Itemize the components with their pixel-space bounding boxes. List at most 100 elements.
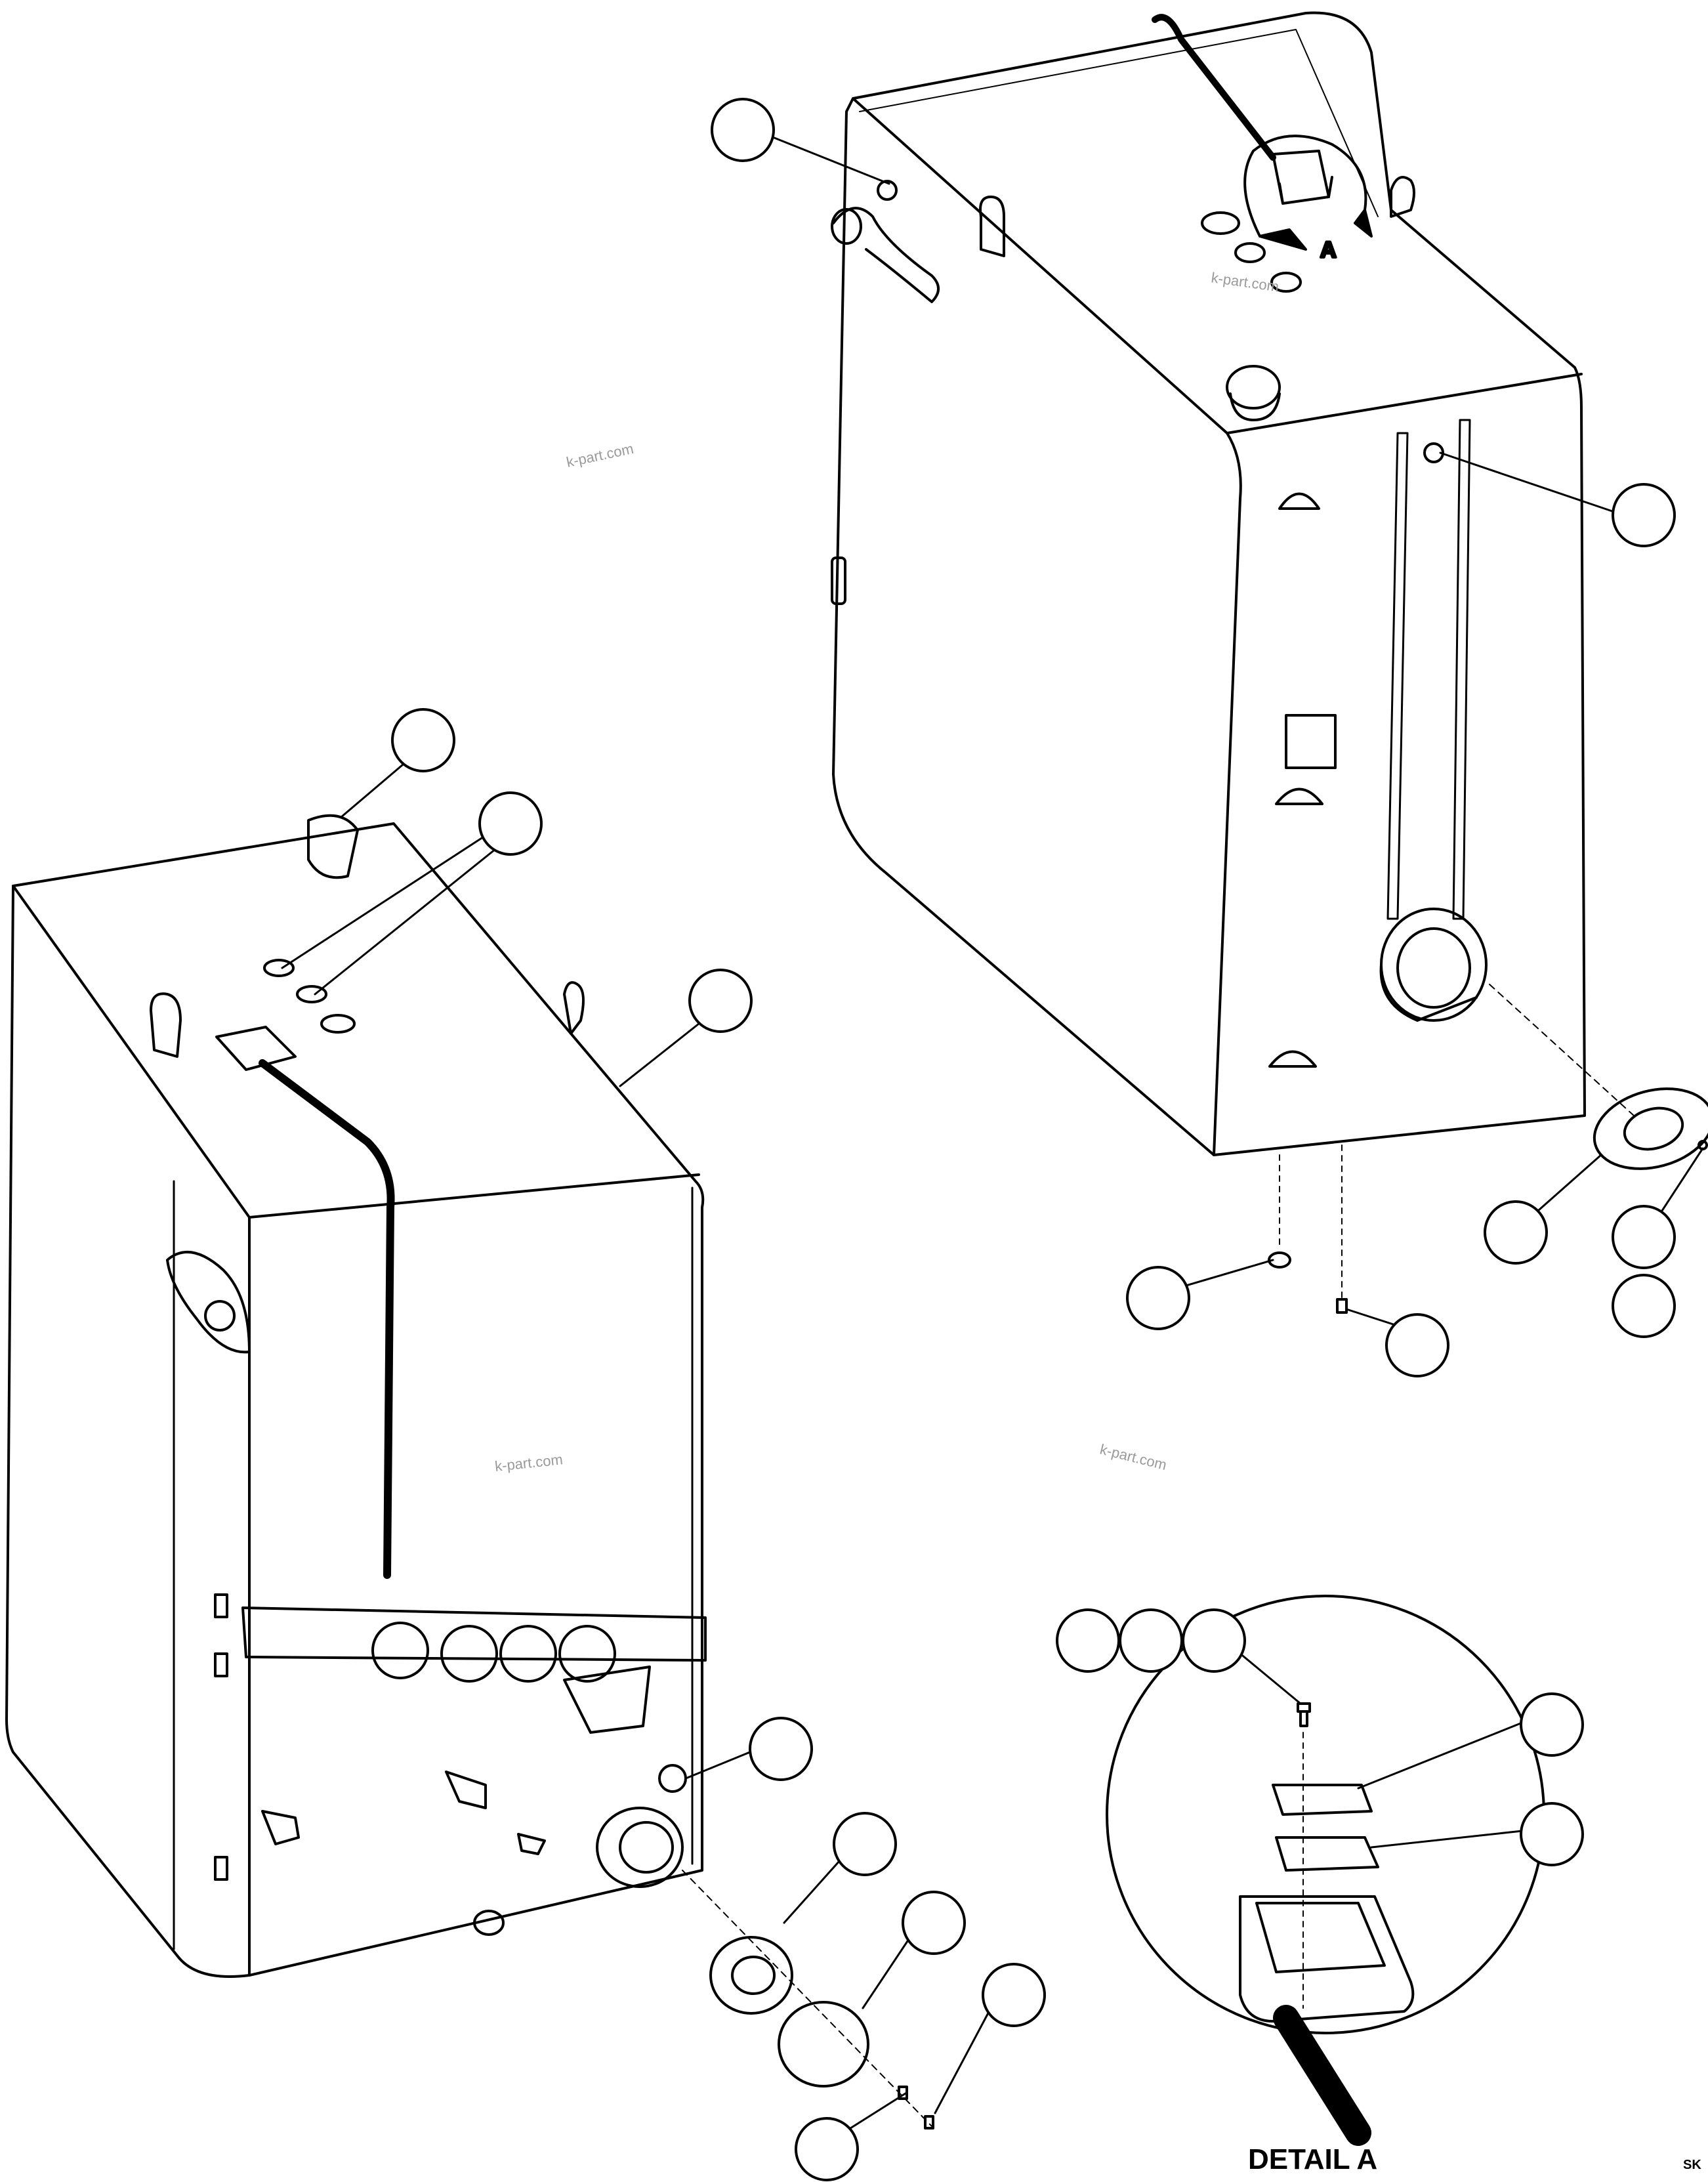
- callout-bubble: [1520, 1802, 1584, 1866]
- return-filter-2: [440, 1625, 498, 1683]
- left-clip-1: [214, 1593, 228, 1618]
- return-filter-row: [371, 1622, 616, 1683]
- left-lug-2: [563, 981, 585, 1035]
- right-tank-front-edge: [1213, 432, 1242, 1156]
- detail-a-pipe: [1273, 2005, 1371, 2146]
- leader-l2b: [314, 845, 500, 996]
- return-filter-1: [371, 1622, 429, 1679]
- right-tank-inner-top: [859, 29, 1379, 217]
- left-gasket-1-hole: [731, 1956, 776, 1995]
- detail-a-plate-upper: [1272, 1784, 1373, 1816]
- leader-r1: [773, 136, 890, 185]
- left-lug-1: [150, 992, 182, 1058]
- left-gauge-fitting: [658, 1764, 687, 1793]
- leader-r2: [1439, 451, 1615, 513]
- left-mount-tab-1: [445, 1771, 487, 1809]
- detail-a-caption: DETAIL A: [1248, 2143, 1377, 2175]
- leader-l8: [842, 2092, 907, 2134]
- left-top-plug-3: [320, 1014, 356, 1034]
- vent-tube: [1152, 14, 1276, 161]
- left-cover-plate: [778, 2001, 869, 2088]
- view-arrow-head-right: [1354, 209, 1373, 238]
- left-tank-top-front-edge: [248, 1173, 700, 1219]
- callout-bubble: [1182, 1608, 1246, 1673]
- leader-l2a: [281, 832, 490, 969]
- top-plug-2: [1234, 242, 1266, 263]
- left-filler-neck: [307, 814, 359, 879]
- leader-l5: [783, 1859, 841, 1924]
- return-filter-3: [499, 1625, 557, 1683]
- suction-flange-gasket-hole: [1623, 1106, 1684, 1151]
- filler-neck: [1229, 392, 1281, 421]
- left-mount-tab-3: [517, 1833, 546, 1855]
- leader-l4: [684, 1748, 759, 1780]
- suction-flange-dash: [1489, 984, 1635, 1116]
- callout-bubble: [982, 1963, 1046, 2027]
- side-boss: [832, 207, 940, 303]
- callout-bubble: [1484, 1200, 1548, 1265]
- sight-rail-right: [1452, 419, 1471, 920]
- left-mount-tab-2: [261, 1810, 300, 1845]
- left-port-outer: [596, 1807, 684, 1888]
- leader-l6: [862, 1938, 910, 2009]
- left-vent-tube: [259, 1059, 395, 1579]
- callout-bubble: [1126, 1266, 1190, 1330]
- corner-code: SK: [1683, 2158, 1701, 2172]
- callout-bubble: [795, 2117, 859, 2181]
- left-drain-boss: [473, 1910, 505, 1936]
- left-bracket: [563, 1666, 651, 1734]
- leader-d2: [1357, 1721, 1524, 1790]
- watermark-2: k-part.com: [565, 440, 635, 471]
- mount-clip-top: [1278, 492, 1320, 510]
- callout-bubble: [749, 1717, 813, 1781]
- left-port-inner: [619, 1821, 674, 1874]
- lifting-lug-right: [1390, 176, 1415, 218]
- left-cover-bolt-2: [924, 2115, 934, 2130]
- callout-bubble: [1612, 1274, 1676, 1338]
- view-arrow-label: A: [1320, 238, 1337, 262]
- detail-a-housing: [1239, 1895, 1415, 2023]
- leader-l3: [619, 1022, 700, 1087]
- top-plug-3: [1270, 272, 1302, 293]
- suction-flange-gasket: [1593, 1087, 1708, 1170]
- detail-a: [1106, 1595, 1545, 2146]
- suction-port-rim: [1379, 963, 1478, 1022]
- leader-l1: [340, 760, 408, 818]
- access-label-plate: [1285, 714, 1337, 769]
- breather-block: [1272, 150, 1333, 205]
- watermark-4: k-part.com: [1098, 1441, 1169, 1473]
- callout-bubble: [391, 708, 455, 772]
- left-clip-3: [214, 1856, 228, 1881]
- detail-a-plate-lower: [1275, 1836, 1379, 1872]
- right-tank-outline: [832, 11, 1586, 1156]
- side-plug: [831, 208, 862, 245]
- left-port-dash: [682, 1870, 932, 2127]
- leader-d3: [1370, 1830, 1524, 1849]
- callout-bubble: [1520, 1692, 1584, 1757]
- callout-bubbles: [391, 98, 1676, 2181]
- left-side-boss: [166, 1251, 251, 1354]
- side-latch: [831, 556, 846, 605]
- callout-bubble: [1612, 483, 1676, 547]
- left-side-plug: [204, 1300, 236, 1332]
- left-strap: [241, 1606, 707, 1662]
- view-arrow-head-left: [1259, 228, 1307, 251]
- left-tank: [5, 760, 992, 2134]
- mount-clip-bottom: [1268, 1050, 1317, 1068]
- sight-rail-left: [1386, 432, 1409, 920]
- detail-a-screw-shank: [1299, 1710, 1308, 1727]
- callout-bubble: [688, 969, 753, 1033]
- callout-bubble: [1056, 1608, 1120, 1673]
- left-top-plug-2: [296, 985, 327, 1003]
- leader-l7: [934, 2007, 992, 2114]
- right-tank: A: [773, 11, 1708, 1333]
- callout-bubble: [902, 1891, 966, 1955]
- watermark-3: k-part.com: [494, 1451, 564, 1475]
- left-cover-bolt-1: [898, 2086, 908, 2100]
- callout-bubble: [478, 791, 543, 856]
- left-tank-side-edge: [12, 885, 251, 1977]
- filler-cap: [1226, 365, 1281, 409]
- suction-port-inner: [1396, 927, 1471, 1009]
- right-tank-top-edge: [852, 97, 1583, 434]
